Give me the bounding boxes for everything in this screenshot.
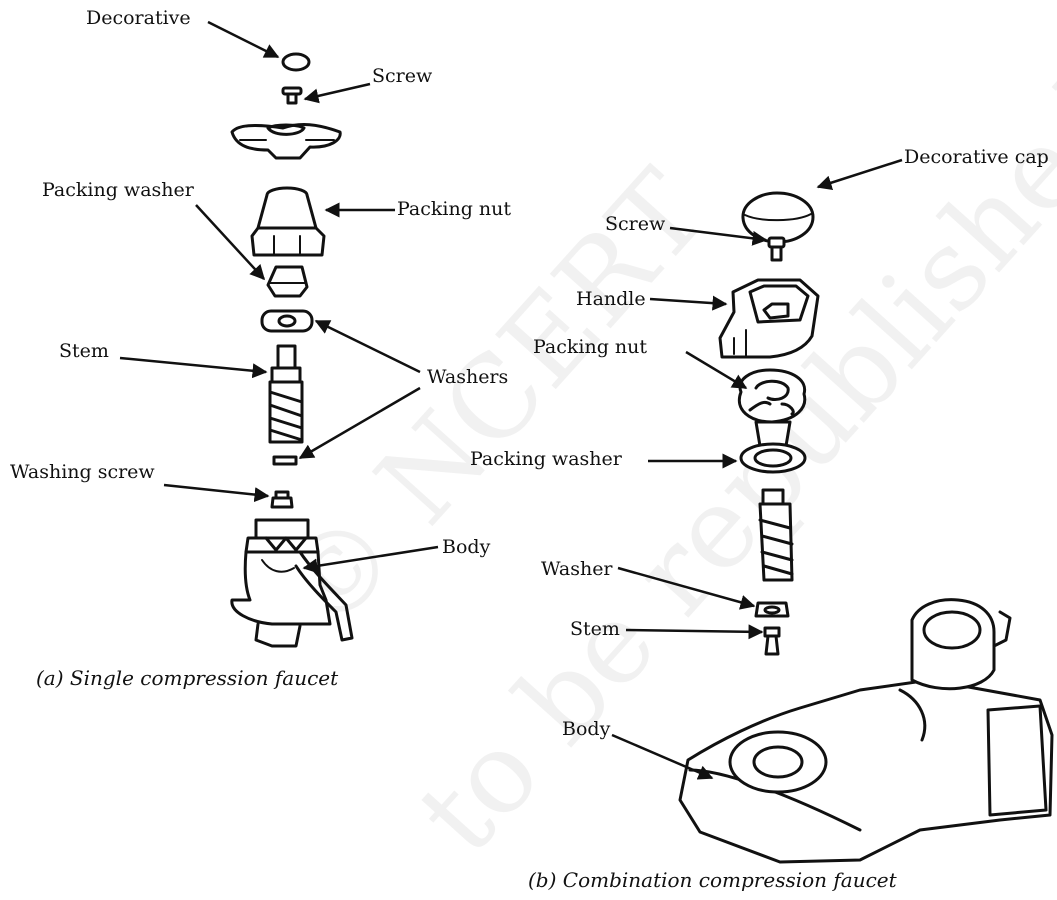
a-small-washer-part (272, 455, 298, 466)
a-packing-washer-part (266, 265, 309, 298)
b-handle-part (718, 278, 820, 359)
b-handle-label: Handle (576, 288, 646, 310)
b-decorative-cap-label: Decorative cap (904, 146, 1049, 168)
a-label-packing-nut: Packing nut (324, 198, 511, 220)
figure-a-single-compression-faucet: Decorative Screw Packing washer Packing … (10, 7, 511, 690)
b-packing-washer-part (739, 442, 807, 474)
a-decorative-part (281, 52, 311, 72)
b-label-packing-washer: Packing washer (470, 448, 738, 470)
a-packing-nut-label: Packing nut (397, 198, 511, 220)
a-screw-label: Screw (372, 65, 433, 87)
b-body-part (678, 598, 1054, 864)
a-washers-label: Washers (427, 366, 508, 388)
a-label-washing-screw: Washing screw (10, 461, 270, 503)
a-screw-part (281, 86, 303, 105)
figure-a-caption: (a) Single compression faucet (36, 666, 339, 690)
b-stem-small-part (763, 626, 781, 656)
a-body-label: Body (442, 536, 491, 558)
a-packing-washer-label: Packing washer (42, 179, 195, 201)
b-label-screw: Screw (605, 213, 768, 246)
a-washing-screw-label: Washing screw (10, 461, 155, 483)
b-packing-nut-part (737, 368, 807, 448)
a-handle-part (230, 123, 342, 160)
b-washer-label: Washer (541, 558, 613, 580)
a-label-washers: Washers (298, 319, 508, 460)
figure-b-combination-compression-faucet: Decorative cap Screw Handle Packing nut … (470, 146, 1054, 892)
a-packing-nut-part (250, 186, 326, 257)
b-screw-label: Screw (605, 213, 666, 235)
a-label-body: Body (302, 536, 491, 574)
b-label-body: Body (562, 718, 714, 780)
b-stem-label: Stem (570, 618, 620, 640)
b-packing-washer-label: Packing washer (470, 448, 623, 470)
a-label-decorative: Decorative (86, 7, 280, 59)
a-stem-label: Stem (59, 340, 109, 362)
b-screw-part (767, 236, 786, 262)
a-stem-part (268, 344, 304, 444)
b-washer-part (754, 601, 790, 618)
a-washer-ring-part (260, 309, 314, 333)
b-body-label: Body (562, 718, 611, 740)
b-stem-part (758, 488, 794, 582)
b-decorative-cap-part (741, 191, 815, 244)
a-label-screw: Screw (303, 65, 433, 104)
b-label-washer: Washer (541, 558, 756, 610)
a-washing-screw-part (270, 490, 294, 509)
b-label-stem: Stem (570, 618, 764, 640)
b-label-decorative-cap: Decorative cap (816, 146, 1049, 191)
a-decorative-label: Decorative (86, 7, 191, 29)
a-label-stem: Stem (59, 340, 268, 379)
figure-b-caption: (b) Combination compression faucet (528, 868, 898, 892)
a-label-packing-washer: Packing washer (42, 179, 266, 281)
b-packing-nut-label: Packing nut (533, 336, 647, 358)
b-label-packing-nut: Packing nut (533, 336, 748, 390)
b-label-handle: Handle (576, 288, 728, 311)
